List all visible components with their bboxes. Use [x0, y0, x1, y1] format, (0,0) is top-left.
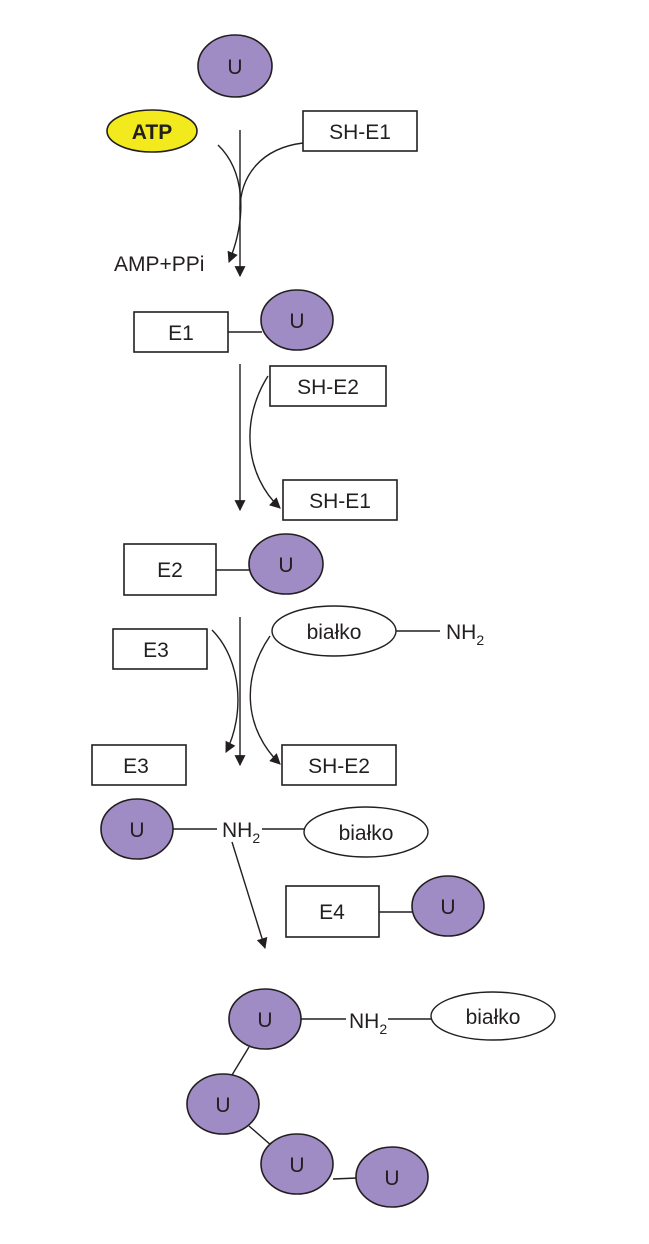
e4-label: E4	[319, 901, 345, 924]
sh-e1-curve	[239, 142, 304, 211]
e4-ubiquitin-complex: E4 U	[285, 875, 485, 938]
e3-label: E3	[143, 639, 169, 662]
sh-e2-to-sh-e1-arrow	[249, 375, 281, 509]
e1-label: E1	[168, 322, 194, 345]
atp-node: ATP	[106, 109, 198, 153]
atp-label: ATP	[132, 121, 172, 144]
step1-ubiquitin: U	[197, 34, 273, 98]
sh-e1-label: SH-E1	[309, 490, 371, 513]
protein-label: białko	[466, 1006, 521, 1029]
sh-e2-label: SH-E2	[308, 755, 370, 778]
protein-label: białko	[307, 621, 362, 644]
protein-label: białko	[339, 822, 394, 845]
sh-e2-box: SH-E2	[269, 365, 387, 407]
ubiquitin-label: U	[278, 554, 293, 577]
atp-to-amp-arrow	[217, 144, 242, 264]
nh2-label: NH2	[349, 1010, 387, 1037]
nh2-label: NH2	[222, 819, 260, 846]
nh2-label: NH2	[446, 621, 484, 648]
e2-label: E2	[157, 559, 183, 582]
ubiquitin-label: U	[129, 819, 144, 842]
e1-ubiquitin-complex: E1 U	[133, 289, 334, 353]
ubiquitin-label: U	[289, 310, 304, 333]
e3-box-bottom: E3	[91, 744, 187, 786]
protein-substrate: białko NH2	[271, 605, 484, 657]
e3-box-top: E3	[112, 628, 208, 670]
ubiquitin-label: U	[257, 1009, 272, 1032]
sh-e2-released-box: SH-E2	[281, 744, 397, 786]
ubiquitin-label: U	[215, 1094, 230, 1117]
step4-arrow	[231, 841, 268, 950]
e3-to-e3-arrow	[211, 629, 239, 753]
sh-e1-label: SH-E1	[329, 121, 391, 144]
amp-ppi-label: AMP+PPi	[114, 253, 204, 276]
sh-e1-released-box: SH-E1	[282, 479, 398, 521]
sh-e1-box: SH-E1	[302, 110, 418, 152]
protein-to-sh-e2-arrow	[249, 635, 281, 765]
sh-e2-label: SH-E2	[297, 376, 359, 399]
ubiquitin-label: U	[289, 1154, 304, 1177]
polyubiquitin-chain: U U U U NH2 białko	[186, 988, 556, 1208]
ubiquitin-label: U	[384, 1167, 399, 1190]
e2-ubiquitin-complex: E2 U	[123, 533, 324, 596]
ubiquitin-label: U	[440, 896, 455, 919]
e3-label: E3	[123, 755, 149, 778]
ubiquitin-label: U	[227, 56, 242, 79]
ubiquitinated-protein: U NH2 białko	[100, 798, 429, 860]
